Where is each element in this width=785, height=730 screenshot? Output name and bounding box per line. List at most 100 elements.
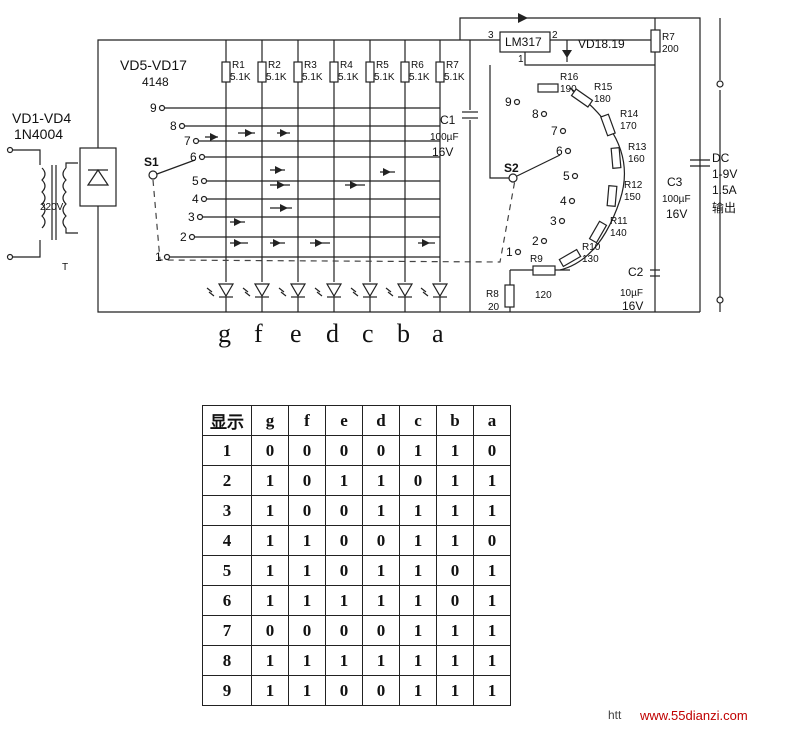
r8-value: 20 — [488, 302, 500, 313]
s2-position-label: 6 — [556, 144, 563, 158]
led-symbol — [253, 283, 271, 298]
s2-contact — [540, 237, 548, 245]
segment-cell: 1 — [399, 645, 437, 676]
vd18-label: VD18.19 — [578, 37, 625, 51]
segment-cell: 1 — [251, 555, 289, 586]
dc-output: 输出 — [712, 200, 736, 215]
r7-regulator-resistor — [650, 29, 661, 53]
c3-value: 100µF — [662, 194, 691, 205]
s2-position-label: 9 — [505, 95, 512, 109]
segment-cell: 0 — [288, 465, 326, 496]
digit-cell: 3 — [202, 495, 252, 526]
header-segment: b — [436, 405, 474, 436]
s1-position-label: 8 — [170, 119, 177, 133]
s1-position-label: 9 — [150, 101, 157, 115]
dc-range: 1-9V — [712, 167, 737, 181]
circuit-schematic: 220V T VD1-VD4 1N4004 VD5-VD17 4148 R15.… — [6, 13, 737, 348]
vd5-vd17-label: VD5-VD17 — [120, 57, 187, 73]
led-symbol — [289, 283, 307, 298]
input-section: 220V T VD1-VD4 1N4004 — [6, 39, 700, 313]
segment-resistor — [400, 61, 410, 83]
lm317-pin3: 3 — [488, 30, 494, 41]
c3-label: C3 — [667, 175, 683, 189]
ladder-resistor-value: 130 — [582, 254, 599, 265]
segment-cell: 1 — [399, 525, 437, 556]
diode-matrix — [205, 129, 435, 247]
ladder-resistor-name: R10 — [582, 242, 601, 253]
segment-resistor-name: R1 — [232, 60, 245, 71]
segment-cell: 0 — [436, 585, 474, 616]
segment-cell: 1 — [436, 465, 474, 496]
c2-value: 10µF — [620, 288, 643, 299]
header-segment: f — [288, 405, 326, 436]
s1-contact — [158, 104, 166, 112]
s2-contact — [540, 110, 548, 118]
led-symbol — [361, 283, 379, 298]
segment-cell: 1 — [251, 465, 289, 496]
segment-cell: 0 — [325, 555, 363, 586]
s1-wiper — [148, 170, 158, 180]
s2-position-label: 2 — [532, 234, 539, 248]
dc-current: 1.5A — [712, 183, 737, 197]
s1-position-label: 3 — [188, 210, 195, 224]
s1-position-label: 1 — [155, 250, 162, 264]
segment-cell: 0 — [436, 555, 474, 586]
segment-resistor — [257, 61, 267, 83]
segment-cell: 0 — [325, 525, 363, 556]
segment-cell: 1 — [288, 525, 326, 556]
segment-cell: 1 — [251, 645, 289, 676]
s2-wiper — [508, 173, 518, 183]
ladder-resistor-name: R15 — [594, 82, 613, 93]
segment-cell: 0 — [325, 435, 363, 466]
segment-cell: 0 — [473, 525, 511, 556]
s2-contact — [558, 217, 566, 225]
digit-cell: 6 — [202, 585, 252, 616]
s1-contact — [188, 233, 196, 241]
regulator-section: LM317 3 2 1 VD18.19 R7 200 C1 100µF 16V … — [430, 13, 737, 313]
s2-position-label: 3 — [550, 214, 557, 228]
segment-cell: 1 — [325, 645, 363, 676]
segment-cell: 1 — [362, 465, 400, 496]
digit-cell: 2 — [202, 465, 252, 496]
segment-cell: 1 — [399, 495, 437, 526]
segment-resistor — [365, 61, 375, 83]
segment-cell: 0 — [251, 435, 289, 466]
s1-contact — [178, 122, 186, 130]
s2-contact — [514, 248, 522, 256]
ladder-resistor-value: 150 — [624, 192, 641, 203]
segment-cell: 0 — [325, 615, 363, 646]
segment-resistor-value: 5.1K — [374, 72, 395, 83]
segment-resistor — [221, 61, 231, 83]
s2-contact — [564, 147, 572, 155]
segment-cell: 1 — [399, 615, 437, 646]
segment-cell: 1 — [473, 465, 511, 496]
ladder-resistor-value: 180 — [594, 94, 611, 105]
r8-resistor — [504, 284, 515, 308]
c2-label: C2 — [628, 265, 644, 279]
s1-position-label: 4 — [192, 192, 199, 206]
r7-reg-label: R7 — [662, 32, 675, 43]
segment-letter: c — [362, 319, 374, 348]
s2-position-label: 8 — [532, 107, 539, 121]
s2-position-label: 1 — [506, 245, 513, 259]
segment-cell: 1 — [251, 585, 289, 616]
segment-resistor-value: 5.1K — [338, 72, 359, 83]
header-segment: e — [325, 405, 363, 436]
segment-cell: 0 — [288, 495, 326, 526]
segment-cell: 1 — [362, 555, 400, 586]
ladder-resistor-value: 190 — [560, 84, 577, 95]
segment-resistor-value: 5.1K — [230, 72, 251, 83]
r9-label: R9 — [530, 254, 543, 265]
segment-cell: 0 — [362, 435, 400, 466]
segment-cell: 0 — [473, 435, 511, 466]
s1-contact — [192, 137, 200, 145]
segment-cell: 0 — [362, 615, 400, 646]
segment-cell: 1 — [399, 585, 437, 616]
s1-contact — [200, 177, 208, 185]
